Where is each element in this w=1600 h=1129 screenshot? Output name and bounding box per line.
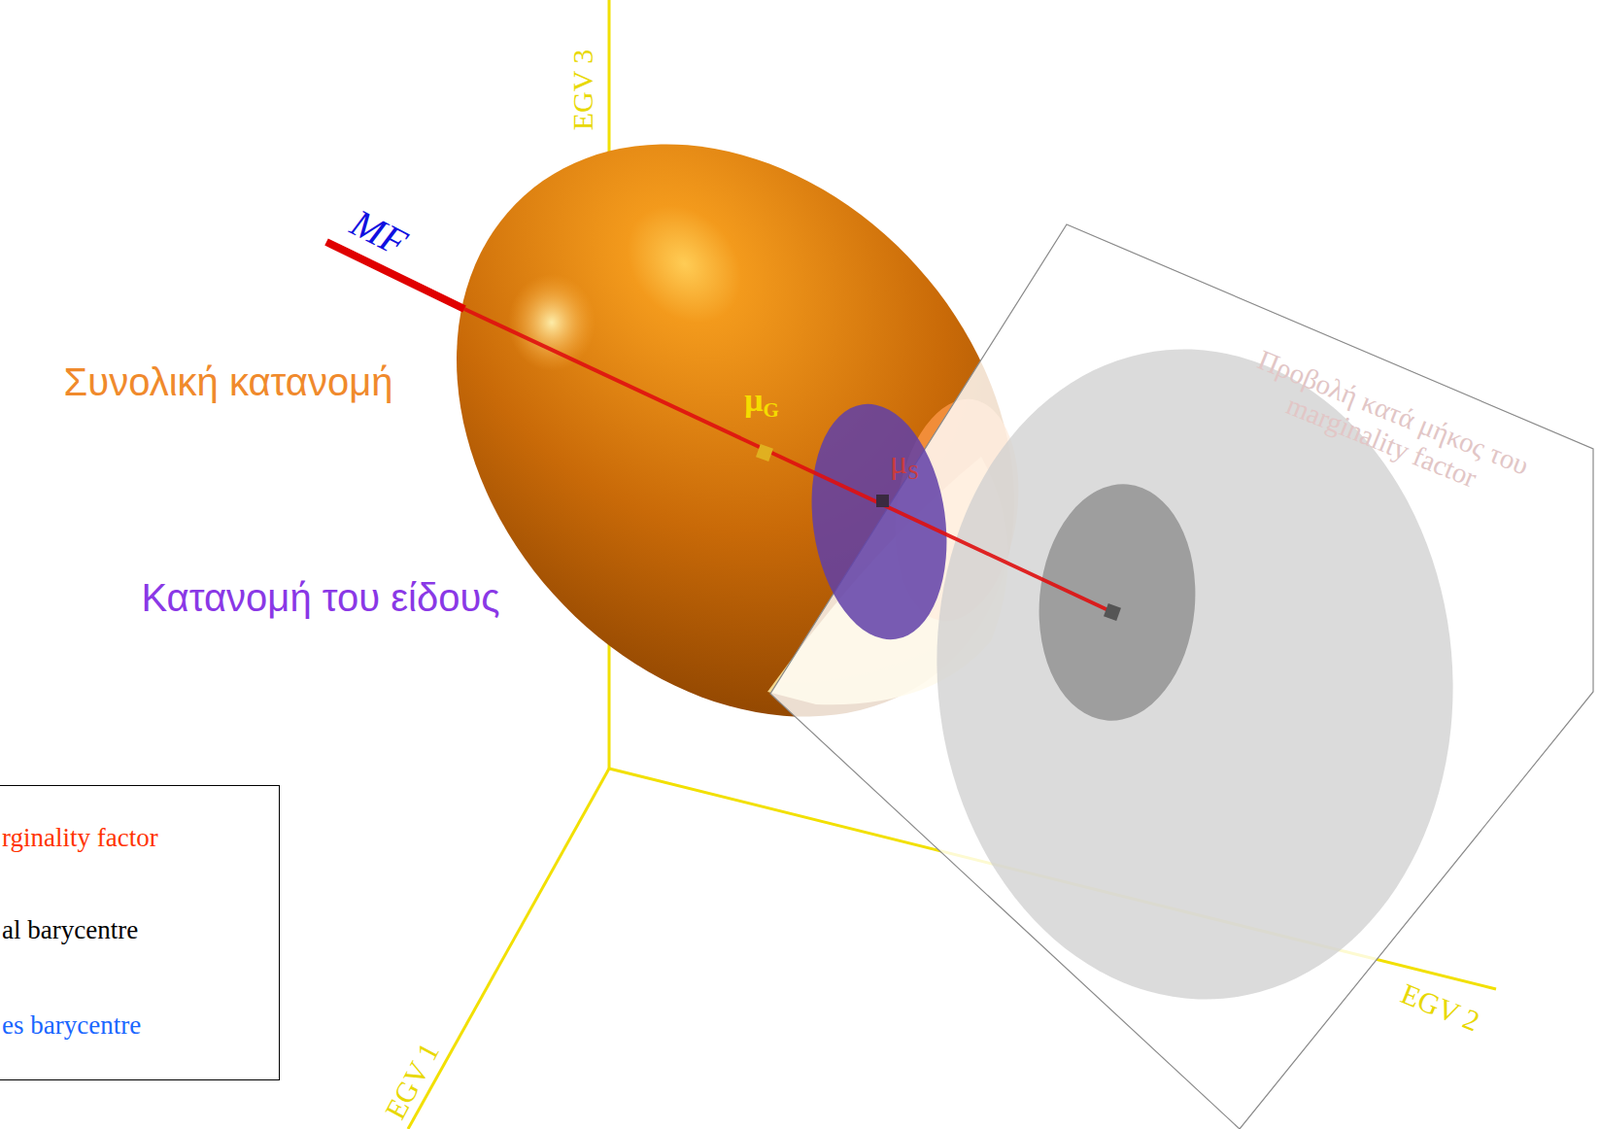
global-barycentre-point [755,443,774,462]
legend-text: al barycentre [1,916,138,946]
axis-label: EGV 3 [567,48,600,131]
species-distribution-ellipse [797,395,962,649]
projected-point [1103,603,1122,621]
barycentre-label: μG [744,381,780,422]
barycentre-label: μS [889,443,920,484]
axis-egv1 [408,768,610,1129]
legend-text: es barycentre [1,1011,141,1041]
highlight [508,273,596,372]
distribution-label: Συνολική κατανομή [64,360,394,404]
species-barycentre-point [876,494,889,508]
axis-label: EGV 2 [1396,976,1485,1037]
projection-plane [770,224,1594,1129]
legend-text: rginality factor [1,823,159,853]
marginality-factor-line [464,308,1113,613]
distribution-label: Κατανομή του είδους [140,576,500,619]
projected-species-distribution [1029,476,1206,727]
